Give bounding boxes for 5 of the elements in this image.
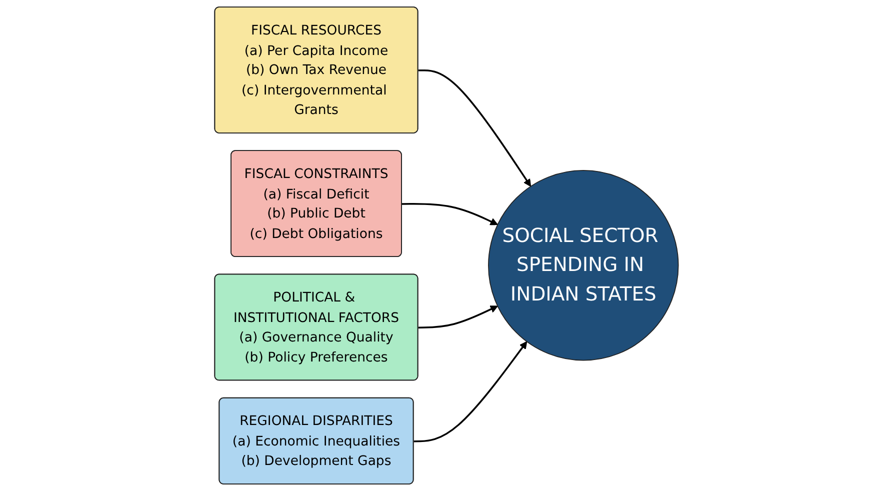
arrow [402,203,498,226]
arrow [414,341,528,442]
node-circle: SOCIAL SECTOR SPENDING IN INDIAN STATES [488,170,679,361]
arrow [418,69,532,187]
arrow [418,306,498,329]
